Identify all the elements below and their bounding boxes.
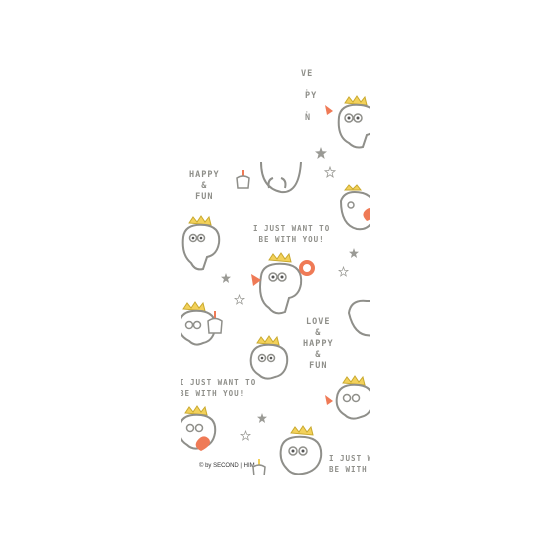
pattern-text-fragment-ve: VE xyxy=(301,69,314,79)
crown-icon xyxy=(182,301,206,312)
heart-icon xyxy=(363,208,370,221)
bear-character-icon xyxy=(249,335,289,380)
bear-character-icon xyxy=(251,252,315,315)
cupcake-icon xyxy=(207,317,223,334)
bear-character-icon xyxy=(339,184,370,231)
bear-character-icon xyxy=(325,375,370,420)
pattern-text-fragment-n: N xyxy=(305,113,312,123)
pattern-dot: · xyxy=(305,109,310,116)
star-icon xyxy=(221,273,231,283)
crown-icon xyxy=(343,184,363,191)
crown-icon xyxy=(188,215,212,226)
crown-icon xyxy=(256,335,280,346)
pattern-text-fragment-py: PY xyxy=(305,91,318,101)
cupcake-icon xyxy=(252,459,266,475)
star-icon xyxy=(239,429,252,441)
crown-icon xyxy=(344,95,368,106)
bear-character-icon xyxy=(325,95,370,149)
pattern-dot: · xyxy=(305,87,310,94)
crown-icon xyxy=(184,405,208,416)
star-icon xyxy=(257,413,267,423)
crown-icon xyxy=(342,375,366,386)
phone-case-pattern: VE · PY · N HAPPY & FUN I JUST WANT TO B… xyxy=(181,55,370,475)
star-icon xyxy=(323,165,337,179)
crown-icon xyxy=(290,425,314,436)
pattern-text-just-want-2: I JUST WANT TO BE WITH YOU! xyxy=(181,378,257,398)
bear-character-icon xyxy=(260,161,302,194)
pattern-text-happy-fun: HAPPY & FUN xyxy=(189,170,220,202)
bear-character-icon xyxy=(181,405,217,451)
bear-character-icon xyxy=(279,425,323,475)
bear-character-icon xyxy=(347,299,370,337)
crown-icon xyxy=(268,252,292,263)
heart-icon xyxy=(195,436,210,451)
bear-character-icon xyxy=(181,301,223,346)
bear-character-icon xyxy=(181,215,221,271)
star-icon xyxy=(349,248,359,258)
pattern-text-just-want-1: I JUST WANT TO BE WITH YOU! xyxy=(253,224,331,244)
pattern-text-just-want-3: I JUST WANT TO BE WITH YOU! xyxy=(329,454,370,474)
pattern-text-love-happy-fun: LOVE & HAPPY & FUN xyxy=(303,317,334,371)
cupcake-icon xyxy=(236,170,250,189)
star-icon xyxy=(233,293,246,305)
star-icon xyxy=(315,147,327,159)
star-icon xyxy=(337,265,350,277)
accent-ribbon xyxy=(325,105,333,115)
copyright-text: © by SECOND | HIM xyxy=(199,463,255,469)
cupcake-candle xyxy=(214,311,216,319)
